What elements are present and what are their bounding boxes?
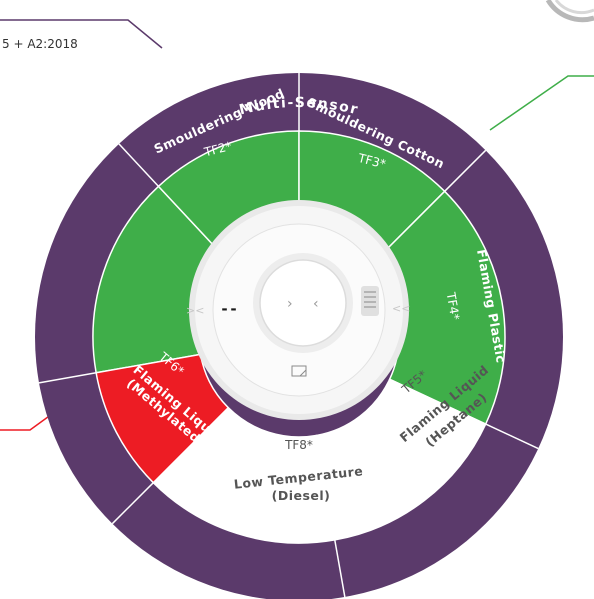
ring-title: Multi-Sensor xyxy=(238,95,361,118)
test-button[interactable] xyxy=(259,259,347,347)
chevron-right-icon: › xyxy=(287,296,293,312)
segment-tf5 xyxy=(315,378,487,541)
ring-divider xyxy=(485,423,539,450)
ring-divider xyxy=(38,372,97,384)
callout-line-standard xyxy=(0,19,163,49)
segment-code-tf2: TF2* xyxy=(202,139,233,160)
battery-slot xyxy=(361,286,379,316)
ring-divider xyxy=(118,143,160,187)
partial-device-outline xyxy=(545,0,594,23)
ring-divider xyxy=(444,149,487,192)
ring-divider xyxy=(111,482,154,525)
chevron-left-icon: ‹ xyxy=(313,296,319,312)
device-display: -- xyxy=(220,300,238,318)
segment-tf8 xyxy=(152,406,336,544)
segment-code-tf3: TF3* xyxy=(356,151,387,172)
battery-icon xyxy=(291,365,307,377)
segment-code-tf8: TF8* xyxy=(284,438,313,452)
arrow-left-icon: >< xyxy=(186,304,204,317)
segment-label-tf8: (Diesel) xyxy=(272,488,331,503)
smoke-alarm-device: › ‹ -- >< << xyxy=(186,200,410,420)
ring-divider xyxy=(334,539,346,598)
arrow-right-icon: << xyxy=(392,302,410,315)
segment-tf6 xyxy=(95,353,230,484)
standard-note: 5 + A2:2018 xyxy=(2,37,78,51)
segment-code-tf4: TF4* xyxy=(443,290,462,321)
callout-line-green xyxy=(489,75,594,131)
